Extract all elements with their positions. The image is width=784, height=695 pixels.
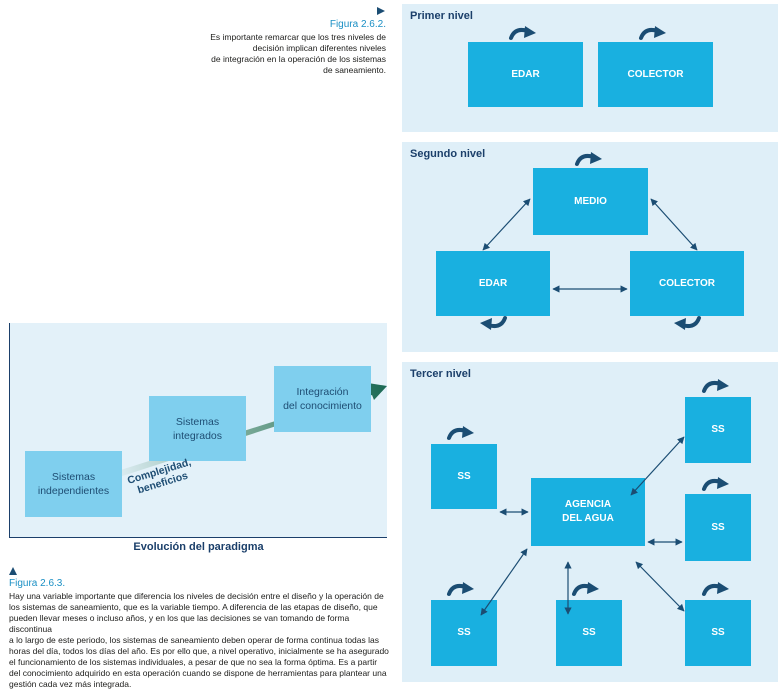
box-ss: SS bbox=[685, 397, 751, 463]
caption-line: del conocimiento adquirido en esta opera… bbox=[9, 668, 387, 678]
connector-agencia-ss bbox=[635, 561, 685, 612]
cycle-arrow-icon bbox=[672, 316, 701, 332]
panel-title: Segundo nivel bbox=[410, 148, 486, 160]
stage-label: independientes bbox=[37, 485, 110, 497]
box-ss: SS bbox=[685, 494, 751, 561]
caption-line: Es importante remarcar que los tres nive… bbox=[210, 32, 386, 42]
figure-263-label: Figura 2.6.3. bbox=[9, 578, 66, 589]
figure-262-label: Figura 2.6.2. bbox=[329, 19, 386, 30]
box-ss: SS bbox=[431, 444, 497, 509]
caption-line: de integración en la operación de los si… bbox=[211, 54, 386, 64]
connector-agencia-ss bbox=[480, 548, 528, 616]
stage-label: Sistemas bbox=[175, 415, 220, 428]
paradigm-xlabel: Evolución del paradigma bbox=[133, 541, 264, 553]
figure-263-caption: Hay una variable importante que diferenc… bbox=[9, 591, 394, 690]
cycle-arrow-icon bbox=[702, 580, 731, 596]
caption-line: gestión cada vez más integrada. bbox=[9, 679, 132, 689]
cycle-arrow-icon bbox=[572, 580, 601, 596]
paradigm-x-axis bbox=[9, 537, 387, 538]
box-medio: MEDIO bbox=[533, 168, 648, 235]
cycle-arrow-icon bbox=[447, 580, 476, 596]
box-colector: COLECTOR bbox=[630, 251, 744, 316]
cycle-arrow-icon bbox=[509, 24, 538, 40]
caption-line: Hay una variable importante que diferenc… bbox=[9, 591, 384, 601]
caption-line: de saneamiento. bbox=[323, 65, 386, 75]
stage-label: integrados bbox=[172, 429, 223, 442]
box-colector: COLECTOR bbox=[598, 42, 713, 107]
stage-label: Integración bbox=[296, 386, 349, 398]
cycle-arrow-icon bbox=[447, 424, 476, 440]
box-edar: EDAR bbox=[436, 251, 550, 316]
panel-title: Primer nivel bbox=[410, 10, 473, 22]
figure-262-caption: Es importante remarcar que los tres nive… bbox=[196, 32, 386, 76]
caption-line: horas del día, todos los días del año. E… bbox=[9, 646, 389, 656]
cycle-arrow-icon bbox=[702, 377, 731, 393]
panel-primer-nivel: Primer nivel bbox=[402, 4, 778, 132]
cycle-arrow-icon bbox=[575, 150, 604, 166]
caption-line: los sistemas de saneamiento, que es la v… bbox=[9, 602, 378, 612]
caption-line: a lo largo de este periodo, los sistemas… bbox=[9, 635, 379, 645]
connector-agencia-ss bbox=[630, 436, 685, 496]
caption-line: decisión implican diferentes niveles bbox=[252, 43, 386, 53]
caption-marker-icon bbox=[9, 567, 17, 575]
stage-label: Sistemas bbox=[51, 471, 96, 483]
panel-title: Tercer nivel bbox=[410, 368, 471, 380]
box-ss: SS bbox=[685, 600, 751, 666]
agencia-label: DEL AGUA bbox=[562, 513, 614, 524]
box-agencia-del-agua: AGENCIA DEL AGUA bbox=[531, 478, 645, 546]
cycle-arrow-icon bbox=[639, 24, 668, 40]
box-edar: EDAR bbox=[468, 42, 583, 107]
stage-label: del conocimiento bbox=[283, 400, 362, 412]
agencia-label: AGENCIA bbox=[564, 499, 612, 510]
caption-marker-icon bbox=[377, 7, 385, 15]
cycle-arrow-icon bbox=[478, 316, 507, 332]
stage-integracion-conocimiento: Integración del conocimiento bbox=[274, 366, 371, 432]
caption-line: el funcionamiento de los sistemas indivi… bbox=[9, 657, 378, 667]
connector-medio-colector bbox=[650, 198, 698, 251]
caption-line: pueden llevar meses o incluso años, y en… bbox=[9, 613, 350, 634]
cycle-arrow-icon bbox=[702, 475, 731, 491]
stage-sistemas-independientes: Sistemas independientes bbox=[25, 451, 122, 517]
paradigm-y-axis bbox=[9, 323, 10, 538]
connector-medio-edar bbox=[482, 198, 531, 251]
